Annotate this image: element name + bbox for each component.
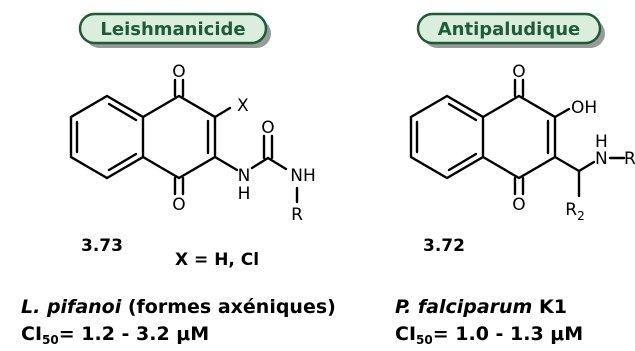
left-n1-bond	[213, 155, 239, 172]
left-h1-atom: H	[238, 184, 251, 204]
right-r1-atom: R1	[624, 149, 635, 172]
right-oh-atom: OH	[571, 98, 597, 118]
left-o-bottom: O	[172, 195, 185, 215]
left-x-bond	[213, 106, 232, 119]
left-badge-label: Leishmanicide	[100, 19, 245, 40]
left-n1-atom: N	[238, 166, 251, 186]
left-organism: L. pifanoi	[21, 296, 122, 318]
right-h-atom: H	[595, 132, 608, 152]
left-r-atom: R	[291, 205, 303, 225]
left-substituent-note: X = H, Cl	[175, 250, 259, 270]
left-n2-atom: NH	[290, 166, 316, 186]
right-organism-note: K1	[532, 296, 567, 318]
right-n-bond	[577, 160, 596, 173]
left-quinone-ring	[141, 94, 217, 180]
right-quinone-ring	[481, 94, 557, 180]
left-molecule: O O X N H O NH R	[69, 62, 316, 225]
left-ic50-caption: CI50= 1.2 - 3.2 μM	[21, 323, 209, 347]
right-ch-bond	[553, 155, 581, 173]
right-organism: P. falciparum	[395, 296, 533, 318]
right-ic-prefix: CI	[395, 323, 417, 345]
left-benzene-ring	[69, 94, 145, 180]
right-badge: Antipaludique	[416, 12, 605, 48]
left-badge-pill	[78, 12, 268, 45]
right-ic50-caption: CI50= 1.0 - 1.3 μM	[395, 323, 583, 347]
left-organism-note: (formes axéniques)	[121, 296, 336, 318]
right-badge-label: Antipaludique	[438, 19, 581, 40]
left-n1-carbon-bond	[250, 156, 270, 170]
right-organism-caption: P. falciparum K1	[395, 296, 567, 318]
right-o-top: O	[512, 62, 525, 82]
left-ic-value: = 1.2 - 3.2 μM	[58, 323, 210, 345]
right-badge-pill	[416, 12, 602, 45]
right-oh-bond	[553, 107, 571, 119]
left-ic-prefix: CI	[21, 323, 43, 345]
right-o-bottom: O	[512, 195, 525, 215]
left-benzene-double-2	[107, 102, 138, 122]
left-compound-label: 3.73	[81, 236, 123, 256]
left-ic-sub: 50	[42, 333, 59, 347]
right-r2-atom: R2	[565, 200, 584, 223]
right-compound-label: 3.72	[423, 236, 465, 256]
right-n-atom: N	[595, 149, 608, 169]
left-carbon-n2-bond	[266, 156, 288, 171]
left-o-urea: O	[261, 118, 274, 138]
left-o-top: O	[172, 62, 185, 82]
left-benzene-double-3	[107, 152, 138, 172]
right-benzene-double-2	[447, 102, 478, 122]
right-benzene-double-3	[447, 152, 478, 172]
right-ic-value: = 1.0 - 1.3 μM	[432, 323, 584, 345]
right-benzene-ring	[409, 94, 485, 180]
left-organism-caption: L. pifanoi (formes axéniques)	[21, 296, 336, 318]
right-molecule: O O OH R2 H N R1	[409, 62, 635, 223]
left-badge: Leishmanicide	[78, 12, 271, 48]
left-x-atom: X	[237, 96, 249, 116]
right-ic-sub: 50	[416, 333, 433, 347]
